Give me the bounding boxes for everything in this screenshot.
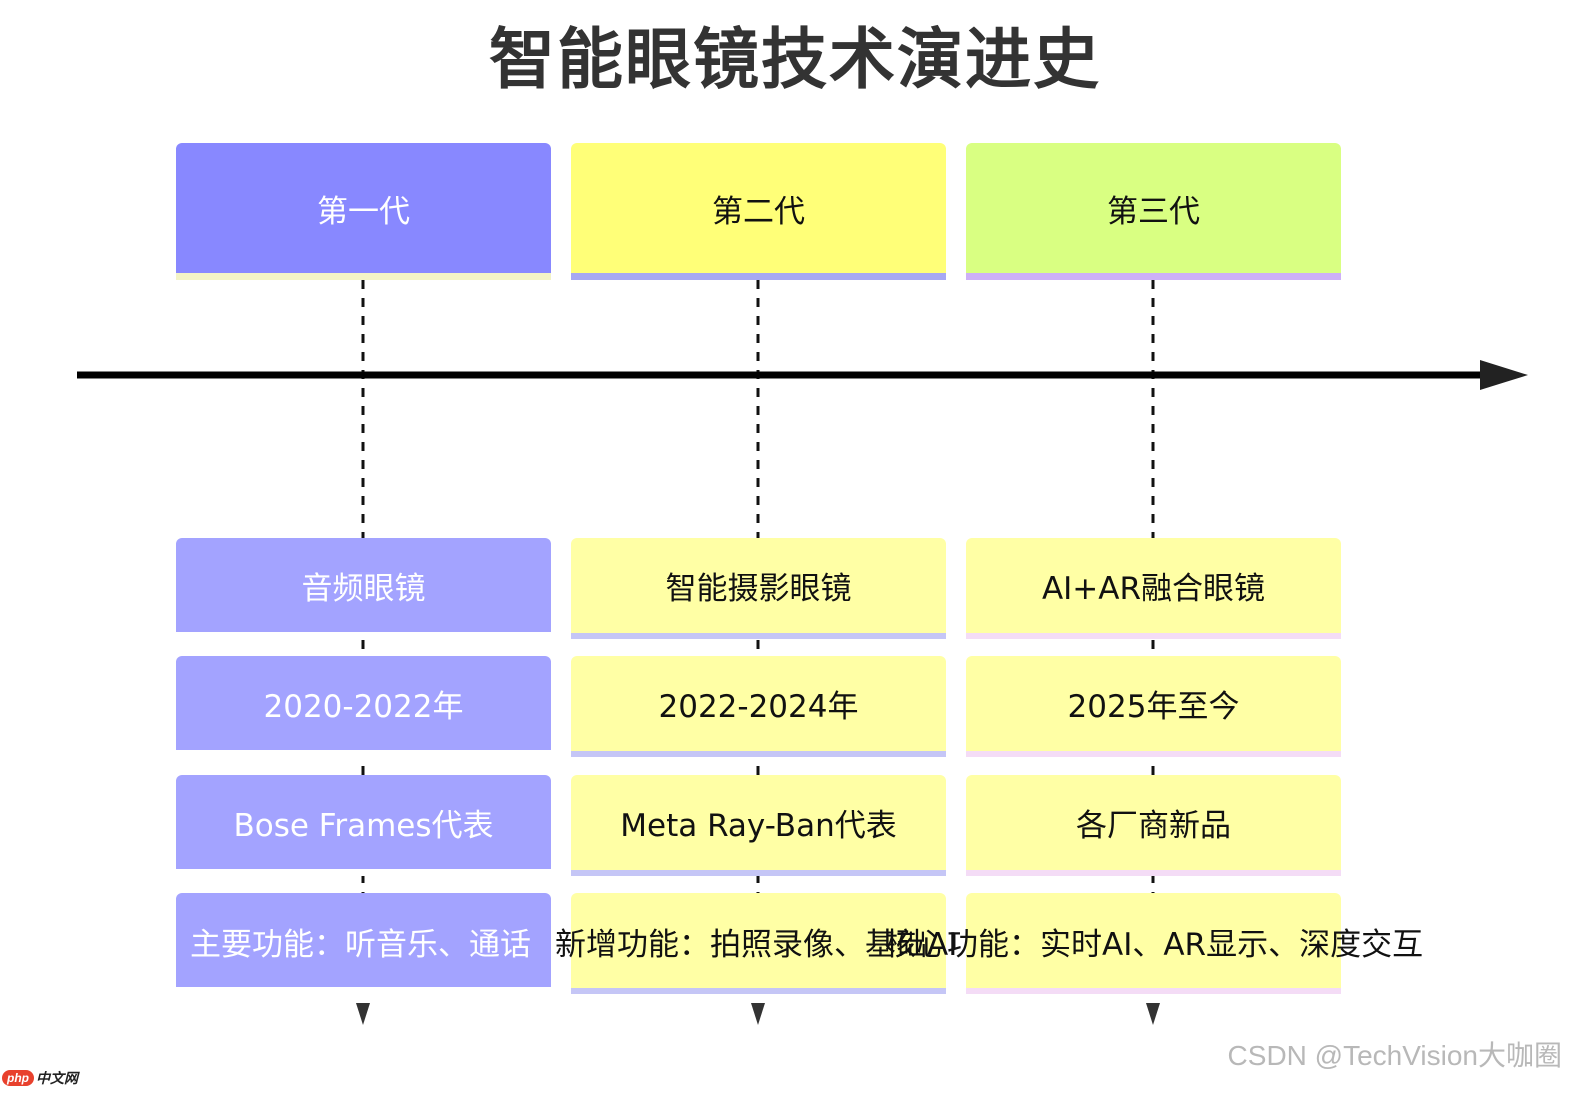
event-period-3: 2025年至今: [966, 656, 1341, 757]
event-features-box-2: [571, 893, 946, 994]
event-period-2: 2022-2024年: [571, 656, 946, 757]
event-representative-2: Meta Ray-Ban代表: [571, 775, 946, 876]
event-features-text-3: 核心功能：实时AI、AR显示、深度交互: [885, 927, 1424, 963]
generation-card-3: 第三代: [966, 143, 1341, 280]
arrowhead-down-1: [356, 1003, 370, 1025]
main-timeline-arrowhead: [1480, 360, 1528, 390]
logo-text: 中文网: [36, 1070, 78, 1086]
event-features-text-1: 主要功能：听音乐、通话: [190, 927, 531, 963]
event-representative-1: Bose Frames代表: [176, 775, 551, 876]
event-features-text-2: 新增功能：拍照录像、基础AI: [555, 927, 958, 963]
event-features-box-3: [966, 893, 1341, 994]
event-name-3: AI+AR融合眼镜: [966, 538, 1341, 639]
watermark-text: CSDN @TechVision大咖圈: [1227, 1040, 1562, 1071]
event-period-1: 2020-2022年: [176, 656, 551, 757]
event-name-2: 智能摄影眼镜: [571, 538, 946, 639]
event-representative-3: 各厂商新品: [966, 775, 1341, 876]
generation-card-1: 第一代: [176, 143, 551, 280]
generation-card-2: 第二代: [571, 143, 946, 280]
site-logo: php 中文网: [2, 1068, 78, 1088]
arrowhead-down-2: [751, 1003, 765, 1025]
event-name-1: 音频眼镜: [176, 538, 551, 639]
arrowhead-down-3: [1146, 1003, 1160, 1025]
diagram-title: 智能眼镜技术演进史: [489, 21, 1101, 98]
logo-badge: php: [2, 1070, 34, 1086]
event-features-box-1: [176, 893, 551, 994]
